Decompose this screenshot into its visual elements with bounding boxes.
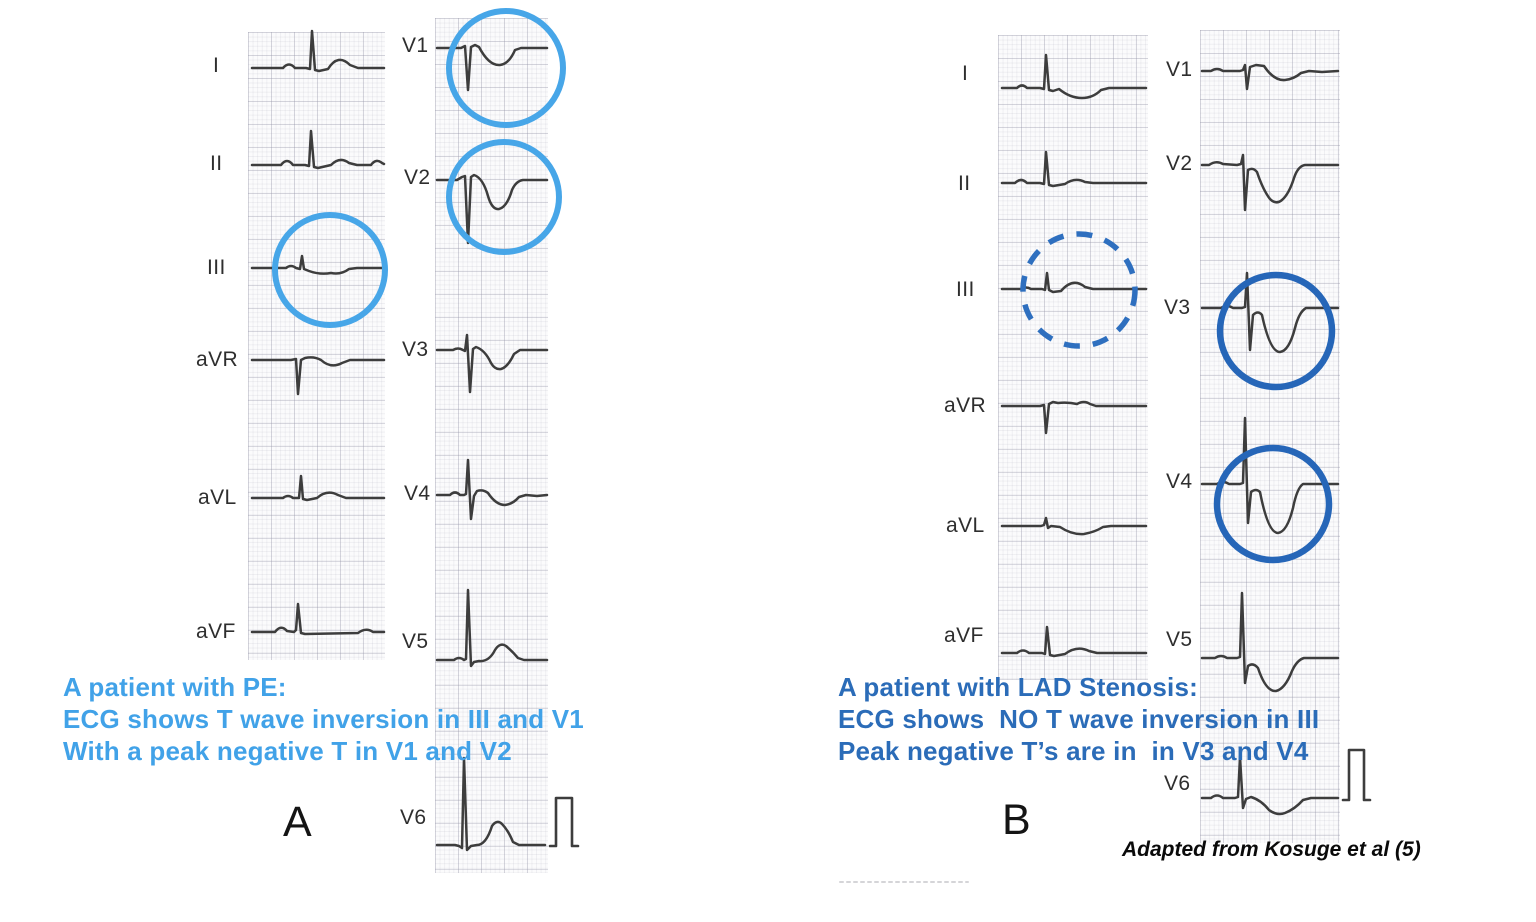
- caption-b-line-1: A patient with LAD Stenosis:: [838, 672, 1198, 702]
- lead-label-b-v5: V5: [1166, 628, 1193, 651]
- ecg-trace-b-i: [1000, 53, 1148, 100]
- ecg-trace-b-avr: [1000, 400, 1148, 435]
- highlight-circle-a-iii: [272, 212, 388, 328]
- panel-b-label: B: [1002, 796, 1031, 844]
- lead-label-a-v5: V5: [402, 630, 429, 653]
- highlight-circle-b-v3: [1216, 271, 1336, 391]
- lead-label-a-v4: V4: [404, 482, 431, 505]
- lead-label-b-ii: II: [958, 172, 971, 195]
- caption-panel-a: A patient with PE: ECG shows T wave inve…: [63, 671, 584, 767]
- lead-label-b-avf: aVF: [944, 624, 984, 647]
- ecg-trace-a-v1: [435, 43, 549, 92]
- caption-a-line-3: With a peak negative T in V1 and V2: [63, 736, 512, 766]
- ecg-trace-a-ii: [250, 129, 386, 170]
- lead-label-a-i: I: [213, 54, 220, 77]
- lead-label-a-iii: III: [207, 256, 226, 279]
- lead-label-b-i: I: [962, 62, 969, 85]
- ecg-trace-a-v5: [435, 588, 549, 668]
- lead-label-b-iii: III: [956, 278, 975, 301]
- panel-b-limb-strip: [998, 35, 1148, 680]
- ecg-trace-b-ii: [1000, 150, 1148, 188]
- calibration-pulse-b: [1341, 748, 1372, 802]
- lead-label-a-avl: aVL: [198, 486, 237, 509]
- ecg-trace-b-avf: [1000, 625, 1148, 658]
- highlight-circle-b-iii: [1020, 231, 1138, 349]
- caption-panel-b: A patient with LAD Stenosis: ECG shows N…: [838, 671, 1319, 767]
- ecg-trace-a-iii: [250, 254, 386, 275]
- ecg-trace-a-v2: [435, 173, 549, 245]
- panel-a-chest-strip: [435, 18, 548, 873]
- lead-label-a-v6: V6: [400, 806, 427, 829]
- caption-a-line-2: ECG shows T wave inversion in III and V1: [63, 704, 584, 734]
- ecg-trace-b-v4: [1200, 416, 1340, 535]
- panel-a-limb-strip: [248, 32, 385, 660]
- lead-label-b-v1: V1: [1166, 58, 1193, 81]
- ecg-trace-a-avl: [250, 474, 386, 502]
- highlight-circle-b-v4: [1213, 444, 1333, 564]
- lead-label-a-v1: V1: [402, 34, 429, 57]
- ecg-trace-a-v4: [435, 458, 549, 521]
- ecg-trace-b-v3: [1200, 271, 1340, 354]
- ecg-trace-b-v2: [1200, 153, 1340, 212]
- ecg-trace-b-avl: [1000, 516, 1148, 536]
- lead-label-a-v2: V2: [404, 166, 431, 189]
- ecg-trace-b-v5: [1200, 591, 1340, 693]
- ecg-trace-a-avf: [250, 602, 386, 636]
- caption-b-line-3: Peak negative T’s are in in V3 and V4: [838, 736, 1309, 766]
- lead-label-b-v6: V6: [1164, 772, 1191, 795]
- ecg-trace-b-v6: [1200, 755, 1340, 816]
- ecg-trace-b-v1: [1200, 63, 1340, 91]
- attribution-text: Adapted from Kosuge et al (5): [1122, 838, 1421, 861]
- ecg-trace-a-v6: [435, 756, 547, 852]
- lead-label-a-avr: aVR: [196, 348, 239, 371]
- calibration-pulse-a: [548, 796, 580, 848]
- lead-label-b-v3: V3: [1164, 296, 1191, 319]
- caption-b-line-2: ECG shows NO T wave inversion in III: [838, 704, 1320, 734]
- highlight-circle-a-v2: [446, 139, 562, 255]
- lead-label-b-avl: aVL: [946, 514, 985, 537]
- lead-label-b-v2: V2: [1166, 152, 1193, 175]
- ecg-trace-a-i: [250, 29, 386, 73]
- caption-a-line-1: A patient with PE:: [63, 672, 287, 702]
- lead-label-a-avf: aVF: [196, 620, 236, 643]
- lead-label-b-avr: aVR: [944, 394, 987, 417]
- lead-label-b-v4: V4: [1166, 470, 1193, 493]
- highlight-circle-a-v1: [446, 8, 566, 128]
- ecg-trace-a-avr: [250, 356, 386, 396]
- lead-label-a-v3: V3: [402, 338, 429, 361]
- ecg-trace-a-v3: [435, 333, 549, 394]
- panel-a-label: A: [283, 798, 312, 846]
- lead-label-a-ii: II: [210, 152, 223, 175]
